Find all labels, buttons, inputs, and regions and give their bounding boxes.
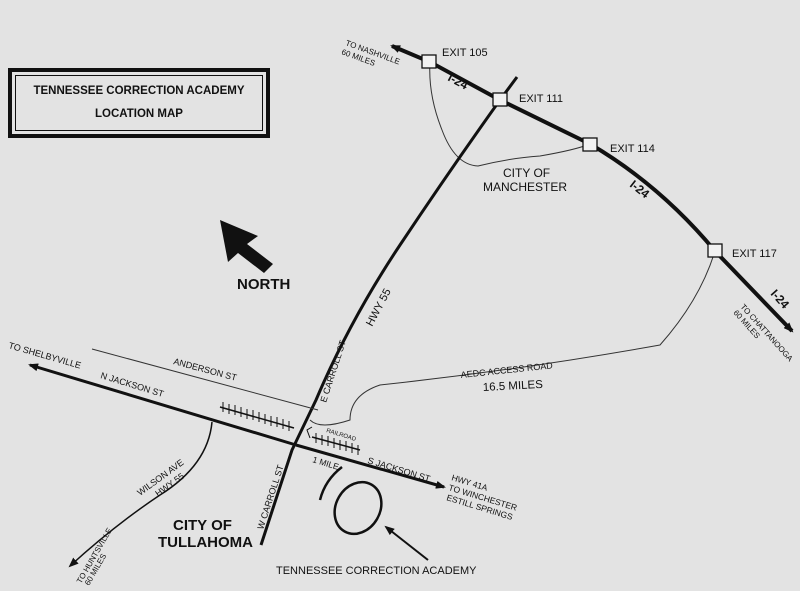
exit-114-label: EXIT 114 — [610, 143, 655, 155]
tullahoma-label-2: TULLAHOMA — [158, 534, 253, 551]
north-arrow-icon — [220, 220, 273, 273]
hwy55-road — [259, 76, 519, 546]
map-title-box: TENNESSEE CORRECTION ACADEMY LOCATION MA… — [8, 68, 270, 138]
exit-117-label: EXIT 117 — [732, 248, 777, 260]
exit-105-marker — [421, 54, 437, 69]
academy-access-road — [318, 466, 343, 501]
wilson-avenue — [68, 421, 213, 568]
exit-105-label: EXIT 105 — [442, 47, 488, 59]
anderson-label: ANDERSON ST — [172, 356, 238, 383]
aedc-road-label: AEDC ACCESS ROAD — [460, 360, 554, 380]
e-carroll-label: E CARROLL ST — [318, 339, 348, 404]
anderson-street — [91, 348, 319, 411]
s-jackson-street — [295, 443, 446, 489]
exit-111-marker — [492, 92, 508, 107]
railroad-label: RAILROAD — [325, 428, 357, 443]
exit-114-marker — [582, 137, 598, 152]
academy-grounds — [333, 480, 383, 536]
aedc-miles-label: 16.5 MILES — [483, 379, 544, 394]
manchester-label-1: CITY OF — [503, 166, 550, 180]
w-carroll-label: W CARROLL ST — [255, 463, 285, 530]
n-jackson-street — [28, 363, 297, 447]
tullahoma-label-1: CITY OF — [173, 517, 232, 534]
exit-111-label: EXIT 111 — [519, 93, 563, 105]
i24-road — [499, 98, 794, 333]
exit-117-marker — [707, 243, 723, 258]
manchester-label-2: MANCHESTER — [483, 180, 567, 194]
academy-label: TENNESSEE CORRECTION ACADEMY — [276, 565, 477, 577]
title-line-2: LOCATION MAP — [95, 108, 183, 120]
to-shelbyville-label: TO SHELBYVILLE — [7, 340, 82, 370]
map-title: TENNESSEE CORRECTION ACADEMY LOCATION MA… — [15, 75, 263, 131]
aedc-access-road — [309, 250, 716, 426]
title-line-1: TENNESSEE CORRECTION ACADEMY — [33, 85, 245, 97]
s-jackson-label: S JACKSON ST — [366, 455, 432, 484]
i24-label-upper: I-24 — [446, 70, 471, 92]
academy-pointer-arrow — [384, 525, 429, 561]
to-chattanooga-label: TO CHATTANOOGA — [739, 302, 796, 363]
railroad-west — [219, 402, 295, 431]
north-label: NORTH — [237, 276, 290, 293]
railroad-east — [306, 426, 361, 455]
manchester-boundary — [429, 61, 591, 167]
i24-label-middle: I-24 — [627, 177, 652, 201]
